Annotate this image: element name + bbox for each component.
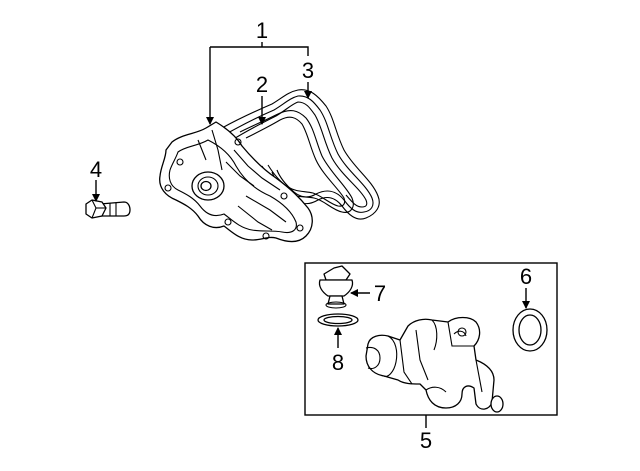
callout-3: 3 — [302, 58, 314, 83]
water-pump — [159, 121, 313, 243]
callout-4: 4 — [90, 157, 102, 182]
callout-7: 7 — [374, 281, 386, 306]
thermostat — [318, 265, 354, 309]
bolt — [85, 199, 131, 219]
leader-lines — [92, 42, 530, 428]
housing-assembly-box — [304, 262, 558, 416]
outer-gasket — [221, 89, 380, 220]
housing-seal — [512, 308, 548, 352]
callout-2: 2 — [256, 72, 268, 97]
callout-6: 6 — [520, 264, 532, 289]
callout-1: 1 — [256, 18, 268, 43]
callout-5: 5 — [420, 428, 432, 453]
thermostat-gasket — [317, 313, 359, 327]
thermostat-housing — [365, 316, 504, 413]
callout-8: 8 — [332, 350, 344, 375]
